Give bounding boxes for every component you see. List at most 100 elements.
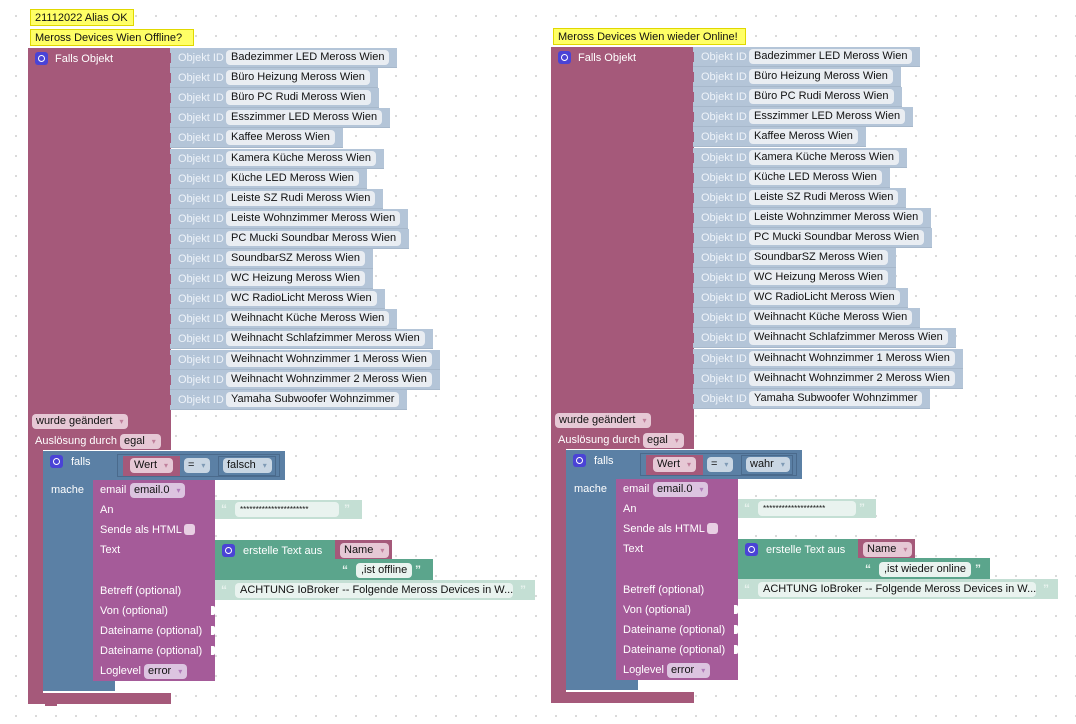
object-id-value[interactable]: Leiste Wohnzimmer Meross Wien <box>749 209 924 225</box>
trigger-block[interactable] <box>28 48 171 430</box>
email-instance-dropdown[interactable]: email.0 <box>130 483 186 498</box>
object-id-value[interactable]: Büro PC Rudi Meross Wien <box>749 89 894 105</box>
gear-icon[interactable] <box>50 455 63 468</box>
object-id-value[interactable]: Weihnacht Wohnzimmer 1 Meross Wien <box>749 350 955 366</box>
gear-icon[interactable] <box>222 544 235 557</box>
gear-icon[interactable] <box>35 52 48 65</box>
to-value[interactable]: ********************** <box>235 502 339 517</box>
object-id-value[interactable]: Esszimmer LED Meross Wien <box>226 110 383 126</box>
object-id-value[interactable]: Weihnacht Wohnzimmer 2 Meross Wien <box>749 370 955 386</box>
email-block[interactable] <box>616 479 738 680</box>
object-id-value[interactable]: PC Mucki Soundbar Meross Wien <box>226 230 402 246</box>
from-input-port[interactable] <box>211 606 215 615</box>
object-id-value[interactable]: Weihnacht Wohnzimmer 1 Meross Wien <box>226 351 432 367</box>
create-text-block[interactable] <box>738 539 858 579</box>
changed-dropdown[interactable]: wurde geändert <box>32 414 129 429</box>
object-id-value[interactable]: Kamera Küche Meross Wien <box>749 149 899 165</box>
object-id-value[interactable]: SoundbarSZ Meross Wien <box>226 251 365 266</box>
object-id-value[interactable]: Weihnacht Küche Meross Wien <box>749 310 913 326</box>
suffix-value[interactable]: ,ist wieder online <box>879 562 971 577</box>
object-id-value[interactable]: Yamaha Subwoofer Wohnzimmer <box>226 391 400 407</box>
object-id-value[interactable]: Yamaha Subwoofer Wohnzimmer <box>749 390 923 406</box>
object-id-value[interactable]: Weihnacht Schlafzimmer Meross Wien <box>749 330 948 346</box>
object-id-value[interactable]: Badezimmer LED Meross Wien <box>749 49 913 64</box>
object-id-value[interactable]: Leiste SZ Rudi Meross Wien <box>749 189 899 205</box>
html-checkbox[interactable] <box>707 523 718 534</box>
file2-input-port[interactable] <box>734 645 738 654</box>
subject-value[interactable]: ACHTUNG IoBroker -- Folgende Meross Devi… <box>758 582 1036 597</box>
object-id-value[interactable]: Büro Heizung Meross Wien <box>749 69 893 85</box>
email-instance-dropdown[interactable]: email.0 <box>653 482 709 497</box>
cond-op-dropdown[interactable]: = <box>707 457 734 472</box>
trigger-by-dropdown[interactable]: egal <box>643 433 684 448</box>
object-id-value[interactable]: Esszimmer LED Meross Wien <box>749 109 906 125</box>
object-id-value[interactable]: WC RadioLicht Meross Wien <box>226 291 377 307</box>
file2-input-port[interactable] <box>211 646 215 655</box>
object-id-value[interactable]: Küche LED Meross Wien <box>749 169 882 185</box>
object-id-value[interactable]: Weihnacht Wohnzimmer 2 Meross Wien <box>226 371 432 387</box>
loglevel-dropdown[interactable]: error <box>144 664 188 679</box>
cond-value-dropdown[interactable]: falsch <box>223 458 272 473</box>
object-id-value[interactable]: Kaffee Meross Wien <box>749 129 858 145</box>
file1-input-port[interactable] <box>211 626 215 635</box>
object-id-value[interactable]: Weihnacht Küche Meross Wien <box>226 311 390 327</box>
object-id-value[interactable]: Büro PC Rudi Meross Wien <box>226 90 371 106</box>
from-input-port[interactable] <box>734 605 738 614</box>
cond-value-dropdown[interactable]: wahr <box>746 457 790 472</box>
trigger-block[interactable] <box>551 47 694 429</box>
object-id-value[interactable]: WC RadioLicht Meross Wien <box>749 290 900 306</box>
object-id-value[interactable]: Weihnacht Schlafzimmer Meross Wien <box>226 331 425 347</box>
object-id-value[interactable]: SoundbarSZ Meross Wien <box>749 250 888 265</box>
object-id-value[interactable]: Leiste SZ Rudi Meross Wien <box>226 190 376 206</box>
email-block[interactable] <box>93 480 215 681</box>
comment-date[interactable]: 21112022 Alias OK <box>30 9 134 26</box>
object-id-value[interactable]: Büro Heizung Meross Wien <box>226 70 370 86</box>
name-var-dropdown[interactable]: Name <box>863 542 913 557</box>
html-checkbox[interactable] <box>184 524 195 535</box>
trigger-by-dropdown[interactable]: egal <box>120 434 161 449</box>
object-id-value[interactable]: Küche LED Meross Wien <box>226 170 359 186</box>
cond-var-dropdown[interactable]: Wert <box>130 458 174 473</box>
suffix-value[interactable]: ,ist offline <box>356 563 413 578</box>
object-id-value[interactable]: PC Mucki Soundbar Meross Wien <box>749 229 925 245</box>
create-text-block[interactable] <box>215 540 335 580</box>
gear-icon[interactable] <box>745 543 758 556</box>
object-id-value[interactable]: WC Heizung Meross Wien <box>226 271 365 287</box>
object-id-value[interactable]: Kaffee Meross Wien <box>226 130 335 146</box>
